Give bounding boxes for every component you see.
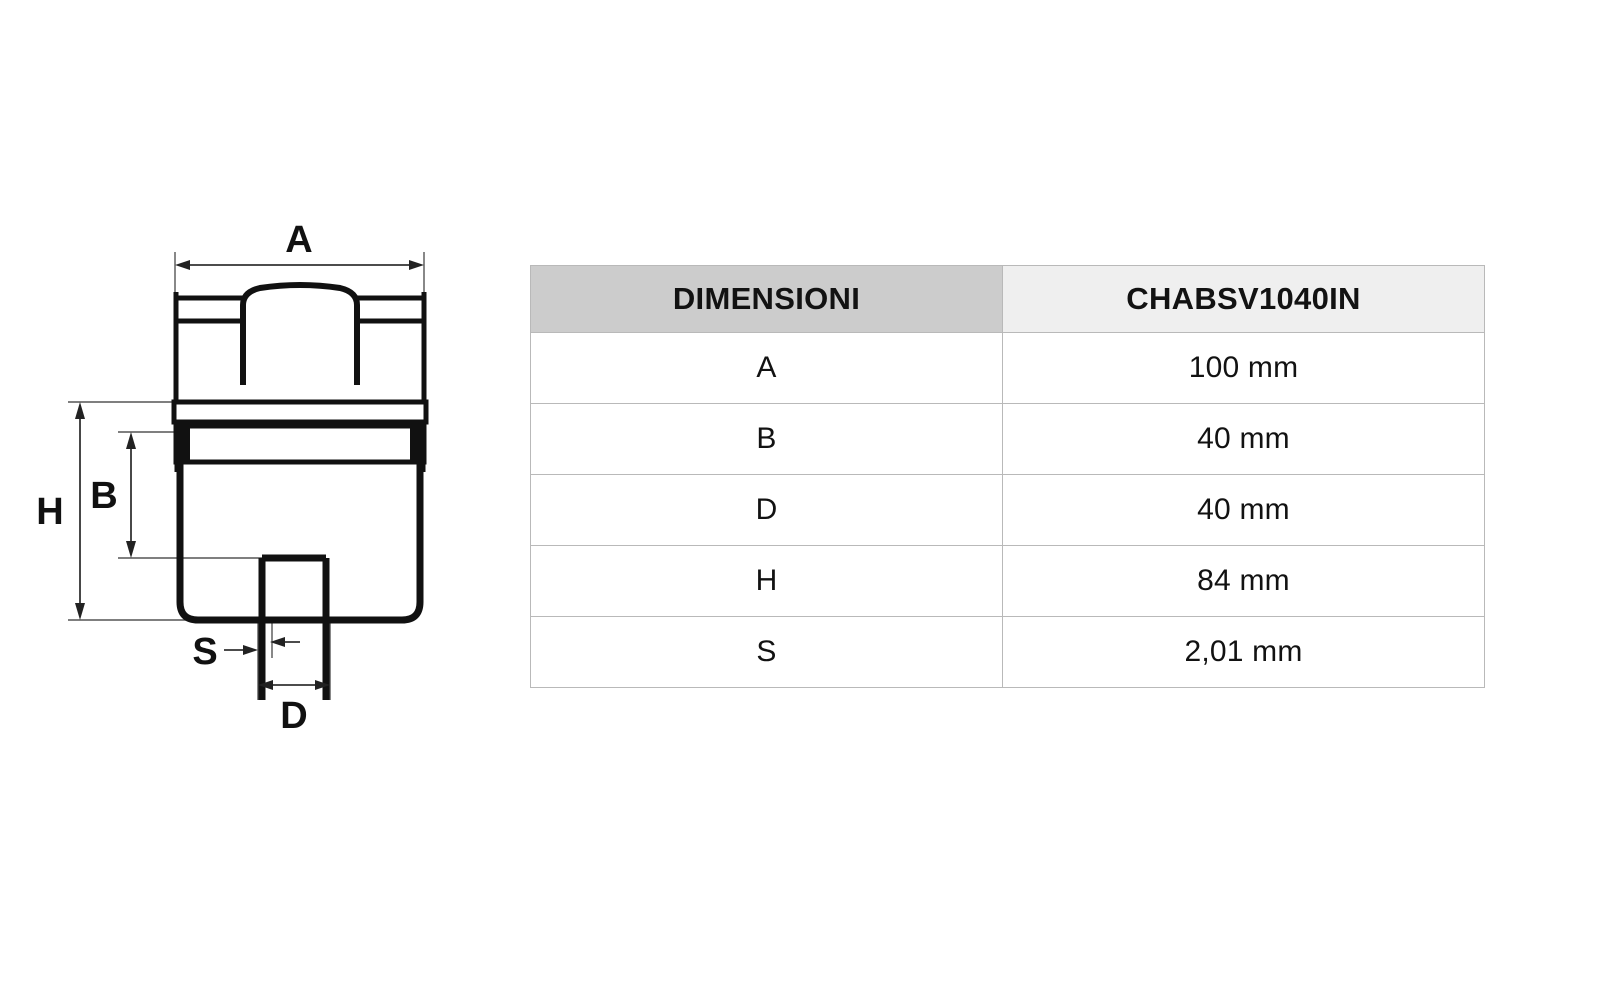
table-row: S 2,01 mm (530, 616, 1485, 688)
dimension-label-h: H (36, 491, 63, 533)
row-value-s: 2,01 mm (1002, 616, 1485, 688)
row-value-h: 84 mm (1002, 545, 1485, 617)
row-value-a: 100 mm (1002, 332, 1485, 404)
dimension-h: H (36, 402, 85, 620)
technical-drawing: A (0, 180, 500, 780)
row-label-h: H (530, 545, 1003, 617)
table-header: DIMENSIONI CHABSV1040IN (530, 265, 1485, 333)
dimension-table-container: DIMENSIONI CHABSV1040IN A 100 mm B 40 mm… (530, 265, 1485, 688)
drawing-canvas: A (36, 219, 429, 737)
body-outline (171, 282, 429, 700)
row-label-d: D (530, 474, 1003, 546)
row-value-b: 40 mm (1002, 403, 1485, 475)
table-row: A 100 mm (530, 332, 1485, 404)
table-body: A 100 mm B 40 mm D 40 mm H 84 mm S 2,0 (530, 332, 1485, 688)
row-label-s: S (530, 616, 1003, 688)
header-product-code: CHABSV1040IN (1002, 265, 1485, 333)
dimension-label-a: A (285, 219, 312, 261)
dimension-b: B (90, 432, 136, 558)
dimension-label-b: B (90, 475, 117, 517)
dimension-d: D (258, 680, 330, 737)
table-header-row: DIMENSIONI CHABSV1040IN (530, 265, 1485, 333)
dimension-a: A (175, 219, 424, 270)
row-label-a: A (530, 332, 1003, 404)
row-label-b: B (530, 403, 1003, 475)
row-value-d: 40 mm (1002, 474, 1485, 546)
header-dimensioni: DIMENSIONI (530, 265, 1003, 333)
dimension-table: DIMENSIONI CHABSV1040IN A 100 mm B 40 mm… (530, 265, 1485, 688)
table-row: B 40 mm (530, 403, 1485, 475)
dimension-label-s: S (192, 631, 217, 673)
dimension-s: S (192, 631, 300, 673)
table-row: H 84 mm (530, 545, 1485, 617)
table-row: D 40 mm (530, 474, 1485, 546)
dimension-label-d: D (280, 695, 307, 737)
